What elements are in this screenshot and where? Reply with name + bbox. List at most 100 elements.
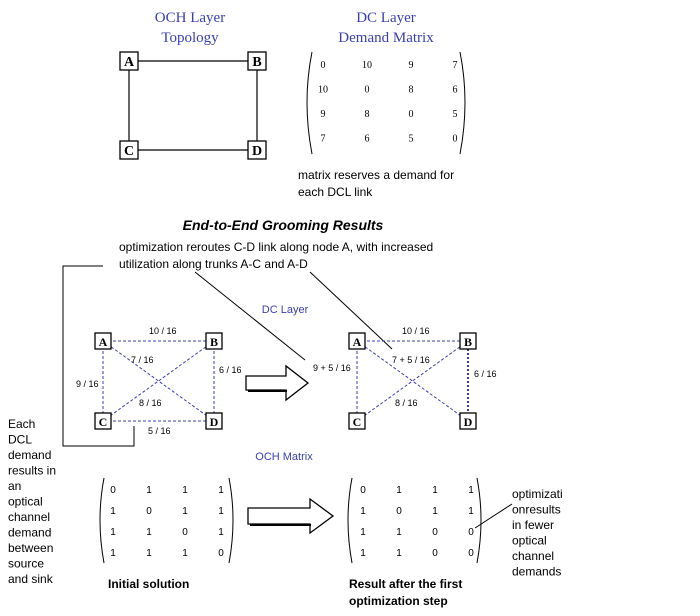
side-note-line-8: demand [8,526,51,540]
result-matrix-cell-r4-c3: 0 [432,548,438,559]
result-matrix-cell-r2-c3: 1 [432,506,438,517]
initial-matrix-cell-r3-c1: 1 [110,527,116,538]
edge-label-cd: 5 / 16 [148,426,171,436]
result-caption-line1: Result after the first [349,577,462,591]
dc-node-a-label: A [99,335,108,349]
demand-matrix-cell-r3-c2: 8 [365,109,370,120]
side-note-line-7: channel [8,510,50,524]
initial-matrix-cell-r1-c2: 1 [146,485,152,496]
result-matrix-cell-r2-c2: 0 [396,506,402,517]
demand-matrix-cell-r1-c2: 10 [362,60,372,71]
edge-label-bc: 8 / 16 [139,398,162,408]
side-note-line-6: optical [8,495,43,509]
transition-arrow-bottom-icon [247,497,335,535]
och-topology: A B C D [119,51,267,160]
initial-matrix-cell-r1-c1: 0 [110,485,116,496]
dc-title-line2: Demand Matrix [338,30,434,46]
right-note-line-1: optimizati [512,487,563,501]
demand-matrix-cell-r2-c2: 0 [365,85,370,96]
result-matrix-cell-r4-c4: 0 [468,548,474,559]
initial-matrix-cell-r3-c4: 1 [218,527,224,538]
result-matrix-cell-r3-c2: 1 [396,527,402,538]
grooming-note-line2: utilization along trunks A-C and A-D [119,257,308,271]
side-note-line-1: Each [8,417,35,431]
och-node-a [119,51,139,71]
side-note-line-9: between [8,541,53,555]
demand-matrix-cell-r4-c2: 6 [365,134,370,145]
demand-matrix-cell-r3-c4: 5 [453,109,458,120]
initial-matrix-cell-r4-c4: 0 [218,548,224,559]
dc-result-node-b [459,332,477,350]
side-note-line-3: demand [8,448,51,462]
result-matrix-cell-r2-c4: 1 [468,506,474,517]
result-caption-line2: optimization step [349,594,448,608]
dc-result-node-d-label: D [464,415,473,429]
och-title-line1: OCH Layer [155,10,225,26]
initial-matrix-cell-r2-c3: 1 [182,506,188,517]
right-note-line-3: in fewer [512,518,554,532]
result-matrix-right-bracket [476,477,482,564]
result-matrix-cell-r3-c4: 0 [468,527,474,538]
och-node-b [247,51,267,71]
dc-node-b [205,332,223,350]
result-edge-label-ab: 10 / 16 [402,326,430,336]
edge-label-ab: 10 / 16 [149,326,177,336]
right-note-pointer [474,503,513,529]
result-matrix-cell-r4-c1: 1 [360,548,366,559]
grooming-heading: End-to-End Grooming Results [183,217,384,233]
demand-matrix-cell-r2-c3: 8 [409,85,414,96]
result-matrix-left-bracket [347,477,353,564]
result-matrix-cell-r1-c3: 1 [432,485,438,496]
och-node-c-label: C [124,144,134,159]
grooming-note-line1: optimization reroutes C-D link along nod… [119,240,433,254]
dc-node-a [94,332,112,350]
note-pointer-right [309,271,393,350]
dc-result-node-a [348,332,366,350]
edge-label-ac: 9 / 16 [76,379,99,389]
dc-title-line1: DC Layer [356,10,416,26]
side-note-line-11: and sink [8,572,54,586]
initial-matrix-cell-r2-c2: 0 [146,506,152,517]
initial-matrix-cell-r1-c3: 1 [182,485,188,496]
demand-matrix-cell-r1-c3: 9 [409,60,414,71]
right-note-line-5: channel [512,549,554,563]
note-pointer-left [194,271,306,361]
dc-edge-bc [102,340,215,422]
result-matrix-cell-r1-c4: 1 [468,485,474,496]
right-note-line-6: demands [512,565,561,579]
och-title-line2: Topology [161,30,219,46]
result-edge-label-bd: 6 / 16 [474,369,497,379]
demand-matrix-left-bracket [306,51,313,155]
initial-matrix-cell-r3-c2: 1 [146,527,152,538]
initial-matrix-cell-r4-c3: 1 [182,548,188,559]
initial-matrix-cell-r2-c1: 1 [110,506,116,517]
edge-label-ad: 7 / 16 [131,355,154,365]
edge-label-bd: 6 / 16 [219,365,242,375]
dc-graph-initial: A B C D 10 / 16 7 / 16 9 / 16 6 / 16 8 /… [76,326,242,436]
demand-matrix-cell-r3-c1: 9 [321,109,326,120]
dc-result-node-a-label: A [353,335,362,349]
demand-matrix-cell-r2-c1: 10 [318,85,328,96]
och-node-a-label: A [124,55,135,70]
side-note-line-10: source [8,557,44,571]
result-matrix-cell-r3-c3: 0 [432,527,438,538]
result-edge-label-ad: 7 + 5 / 16 [392,355,430,365]
initial-matrix-cell-r4-c1: 1 [110,548,116,559]
och-node-d [247,140,267,160]
dc-result-node-b-label: B [464,335,472,349]
dc-edge-ad [102,340,215,422]
initial-matrix-cell-r2-c4: 1 [218,506,224,517]
demand-matrix-cell-r4-c3: 5 [409,134,414,145]
result-edge-label-ac: 9 + 5 / 16 [313,363,351,373]
demand-matrix-cell-r2-c4: 6 [453,85,458,96]
demand-matrix-cell-r3-c3: 0 [409,109,414,120]
initial-matrix-cell-r1-c4: 1 [218,485,224,496]
matrix-note-line1: matrix reserves a demand for [298,168,454,182]
dc-result-node-c [348,412,366,430]
right-note-line-2: onresults [512,503,561,517]
